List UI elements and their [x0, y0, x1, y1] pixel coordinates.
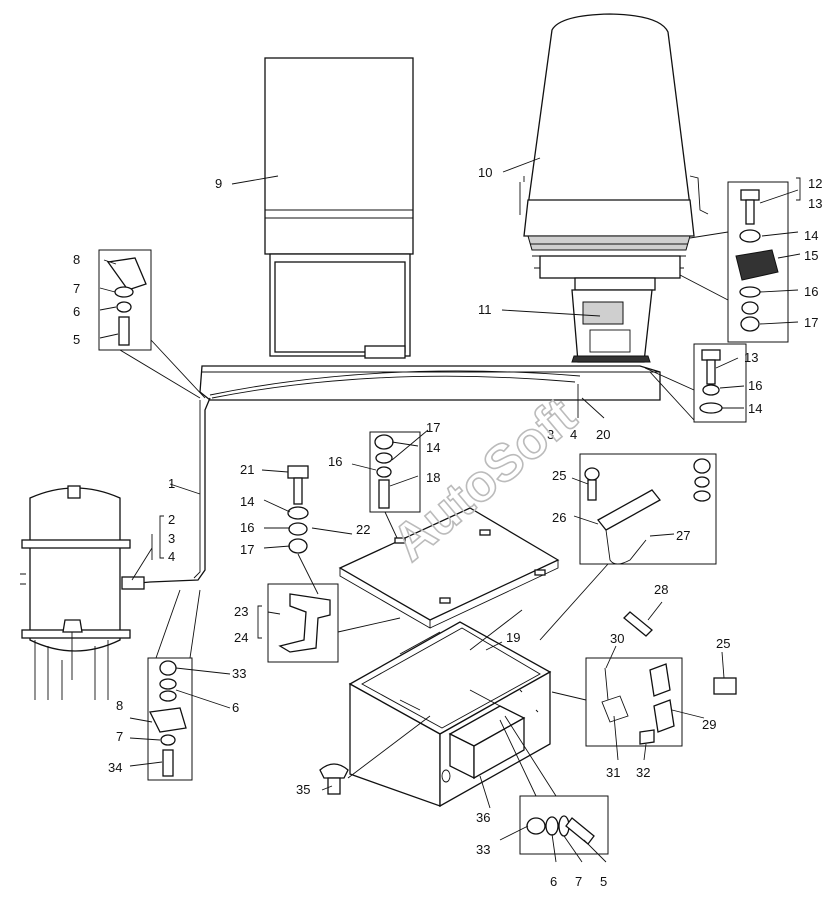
callout-16-upper: 16	[804, 284, 818, 299]
callout-19: 19	[506, 630, 520, 645]
callout-3-left: 3	[168, 531, 175, 546]
callout-30: 30	[610, 631, 624, 646]
leader-lines	[99, 157, 801, 863]
callout-7-left: 7	[116, 729, 123, 744]
callout-15: 15	[804, 248, 818, 263]
callout-16-center: 16	[328, 454, 342, 469]
callout-21: 21	[240, 462, 254, 477]
callout-box-bracket-23	[267, 583, 401, 663]
callout-box-bracket-27	[539, 453, 717, 641]
callout-9: 9	[215, 176, 222, 191]
callout-6-upper: 6	[73, 304, 80, 319]
callout-box-upper-left	[98, 249, 206, 399]
callout-16-left: 16	[240, 520, 254, 535]
callout-25-upper: 25	[552, 468, 566, 483]
callout-14-center: 14	[426, 440, 440, 455]
callout-22: 22	[356, 522, 370, 537]
callout-4-left: 4	[168, 549, 175, 564]
callout-28: 28	[654, 582, 668, 597]
callout-11: 11	[478, 302, 492, 317]
callout-8-upper: 8	[73, 252, 80, 267]
component-19-box	[348, 621, 552, 808]
callout-6-bottom: 6	[550, 874, 557, 889]
cable-1	[127, 397, 211, 585]
callout-25-lower: 25	[716, 636, 730, 651]
callout-13-upper: 13	[808, 196, 822, 211]
callout-7-bottom: 7	[575, 874, 582, 889]
callout-labels: 1 2 3 4 3 4 5 6 7 8 9 10 11 12 13 14 15 …	[73, 165, 822, 889]
callout-box-upper-right	[679, 181, 789, 343]
component-10-seat	[519, 13, 709, 363]
callout-10: 10	[478, 165, 492, 180]
callout-14-left: 14	[240, 494, 254, 509]
callout-14-upper: 14	[804, 228, 818, 243]
component-35-plug	[319, 715, 431, 795]
bolt-stack-21	[287, 465, 319, 595]
callout-31: 31	[606, 765, 620, 780]
callout-box-latch	[551, 611, 737, 747]
callout-33-left: 33	[232, 666, 246, 681]
air-tank	[20, 485, 145, 700]
callout-brackets	[159, 177, 801, 639]
callout-33-bottom: 33	[476, 842, 490, 857]
callout-26: 26	[552, 510, 566, 525]
callout-1: 1	[168, 476, 175, 491]
callout-29: 29	[702, 717, 716, 732]
callout-27: 27	[676, 528, 690, 543]
callout-6-left: 6	[232, 700, 239, 715]
callout-box-mid-right	[644, 343, 747, 423]
callout-3-center: 3	[547, 427, 554, 442]
callout-12: 12	[808, 176, 822, 191]
component-22-lid	[338, 507, 560, 629]
callout-20: 20	[596, 427, 610, 442]
callout-23: 23	[234, 604, 248, 619]
callout-7-upper: 7	[73, 281, 80, 296]
callout-13-mid: 13	[744, 350, 758, 365]
callout-box-bottom-hardware	[499, 715, 609, 855]
callout-35: 35	[296, 782, 310, 797]
component-9-unit	[264, 57, 414, 359]
callout-17-left: 17	[240, 542, 254, 557]
callout-36: 36	[476, 810, 490, 825]
callout-5-bottom: 5	[600, 874, 607, 889]
callout-17-upper: 17	[804, 315, 818, 330]
callout-18: 18	[426, 470, 440, 485]
callout-14-mid: 14	[748, 401, 762, 416]
callout-5-upper: 5	[73, 332, 80, 347]
callout-17-center: 17	[426, 420, 440, 435]
callout-32: 32	[636, 765, 650, 780]
callout-4-center: 4	[570, 427, 577, 442]
callout-24: 24	[234, 630, 248, 645]
floor-plate	[199, 365, 661, 401]
callout-34: 34	[108, 760, 122, 775]
callout-2: 2	[168, 512, 175, 527]
callout-16-mid: 16	[748, 378, 762, 393]
callout-box-lower-left	[147, 589, 201, 781]
callout-8-left: 8	[116, 698, 123, 713]
